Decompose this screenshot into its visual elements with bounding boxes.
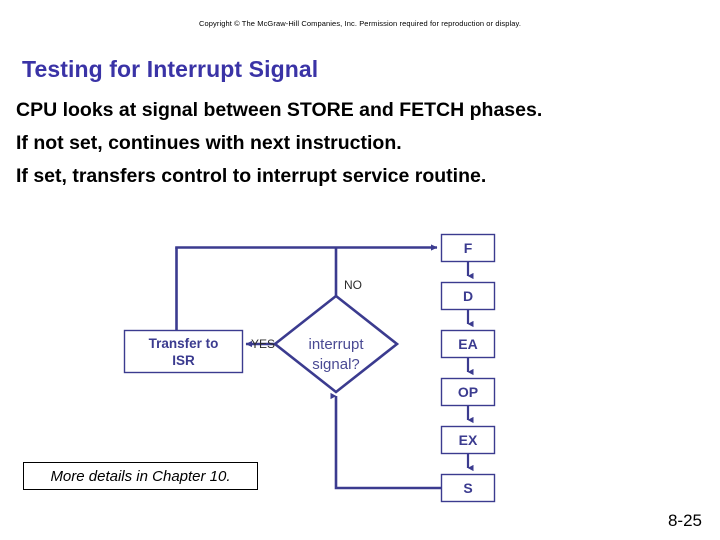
stage-box-ex[interactable] [440,425,496,455]
decision-label-line2: signal? [312,356,360,373]
stage-label-s: S [463,480,472,496]
stage-label-ea: EA [458,336,477,352]
copyright-notice: Copyright © The McGraw-Hill Companies, I… [198,19,522,28]
body-line-1: CPU looks at signal between STORE and FE… [16,99,543,121]
branch-label-yes: YES [251,337,275,351]
stage-label-d: D [463,288,473,304]
body-text-block: CPU looks at signal between STORE and FE… [16,94,706,193]
branch-label-no: NO [344,278,362,292]
stage-box-f[interactable] [440,233,496,263]
transfer-to-isr-box[interactable] [123,329,244,374]
page-number: 8-25 [667,511,702,530]
stage-label-ex: EX [459,432,478,448]
decision-diamond[interactable] [272,294,400,394]
stage-box-op[interactable] [440,377,496,407]
connector-store-to-decision [330,392,441,490]
stage-label-op: OP [458,384,478,400]
transfer-to-isr-label-line2: ISR [172,353,195,368]
body-line-2: If not set, continues with next instruct… [16,132,402,154]
stage-box-s[interactable] [440,473,496,503]
page-title: Testing for Interrupt Signal [22,56,319,82]
stage-label-f: F [464,240,473,256]
chapter-note: More details in Chapter 10. [23,462,258,490]
stage-box-d[interactable] [440,281,496,311]
transfer-to-isr-label-line1: Transfer to [149,336,219,351]
stage-box-ea[interactable] [440,329,496,359]
body-line-3: If set, transfers control to interrupt s… [16,165,487,187]
decision-label-line1: interrupt [308,336,364,353]
